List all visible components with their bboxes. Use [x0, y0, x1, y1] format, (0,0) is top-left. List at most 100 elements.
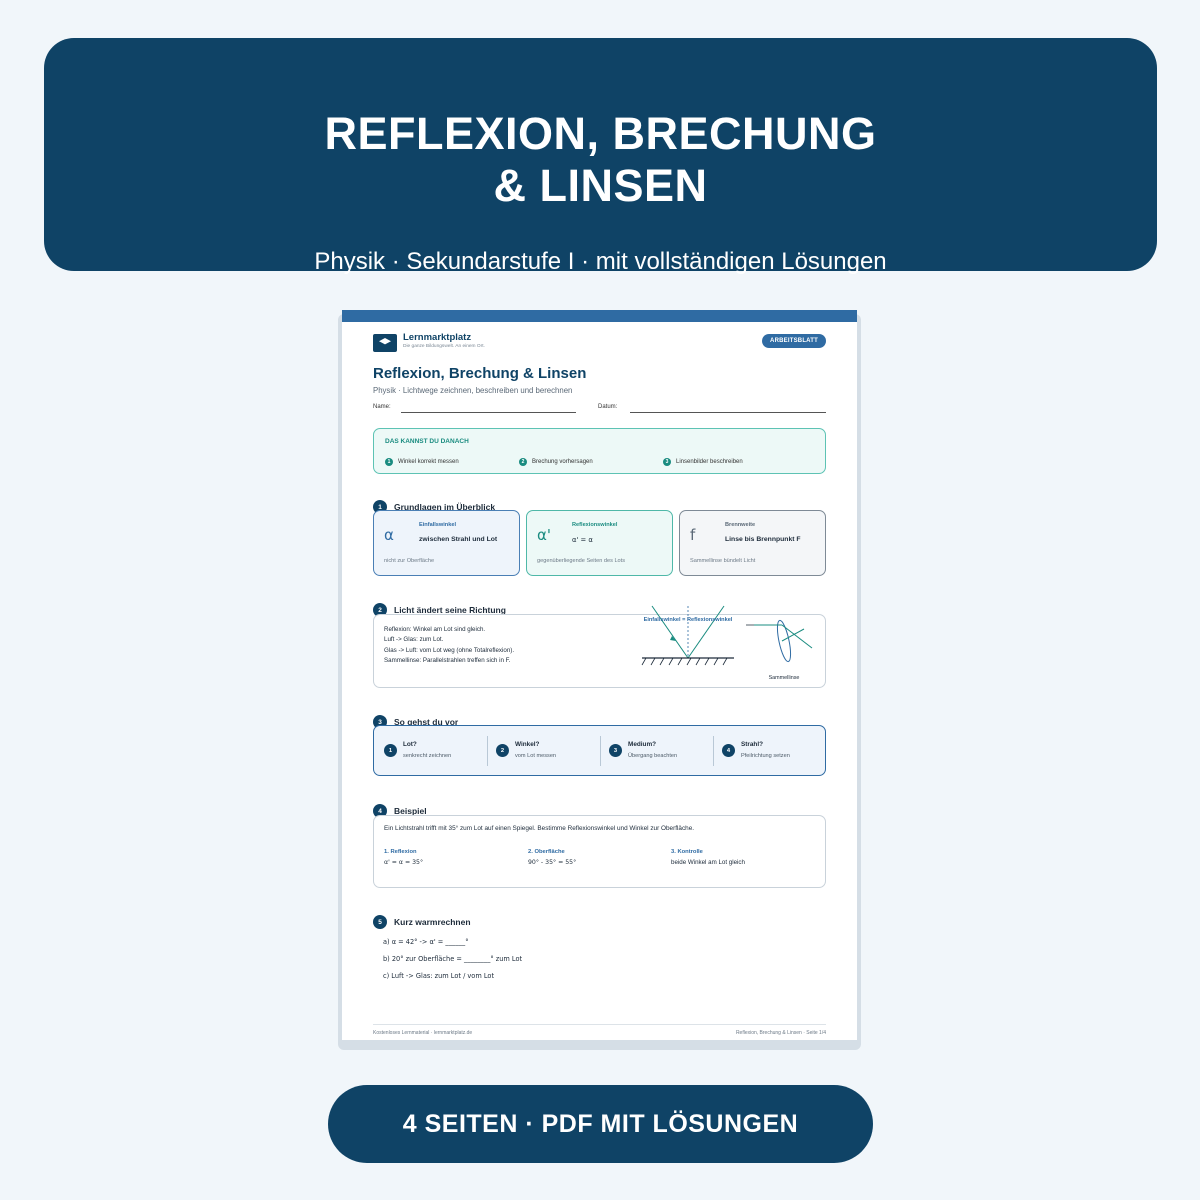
- section-2-heading: 2 Licht ändert seine Richtung: [373, 603, 506, 617]
- learning-goals-box: DAS KANNST DU DANACH 1 Winkel korrekt me…: [373, 428, 826, 474]
- steps-box: 1 Lot? senkrecht zeichnen 2 Winkel? vom …: [373, 725, 826, 776]
- worksheet-footer: Kostenloses Lernmaterial · lernmarktplat…: [373, 1024, 826, 1036]
- step-subtitle: vom Lot messen: [515, 753, 557, 759]
- concept-note: nicht zur Oberfläche: [384, 558, 435, 564]
- incident-ray: [651, 605, 689, 659]
- section-title: Beispiel: [394, 806, 427, 816]
- step-title: Winkel?: [515, 741, 540, 748]
- mirror-diagram: Einfallswinkel = Reflexionswinkel: [641, 605, 734, 666]
- concept-card-focal-length: f Brennweite Linse bis Brennpunkt F Samm…: [679, 510, 826, 576]
- section-number: 4: [373, 804, 387, 818]
- concept-label: Brennweite: [725, 522, 756, 528]
- section-title: Grundlagen im Überblick: [394, 502, 496, 512]
- step-number: 2: [496, 744, 509, 757]
- mirror-hatching: [641, 657, 728, 666]
- warmup-task: b) 20° zur Oberfläche = ________° zum Lo…: [383, 955, 523, 963]
- example-step-value: beide Winkel am Lot gleich: [671, 859, 745, 866]
- goals-title: DAS KANNST DU DANACH: [385, 438, 469, 445]
- rules-list: Reflexion: Winkel am Lot sind gleich. Lu…: [384, 625, 514, 667]
- example-step: 2. Oberfläche 90° - 35° = 55°: [528, 849, 576, 866]
- rule-line: Luft -> Glas: zum Lot.: [384, 636, 444, 644]
- worksheet-subtitle: Physik · Lichtwege zeichnen, beschreiben…: [373, 386, 573, 395]
- mirror-diagram-label: Einfallswinkel = Reflexionswinkel: [644, 617, 733, 623]
- example-step-label: 3. Kontrolle: [671, 849, 703, 855]
- graduation-cap-icon: [373, 334, 397, 352]
- step-item: 2 Winkel? vom Lot messen: [496, 738, 606, 766]
- warmup-task: a) α = 42° -> α' = ______°: [383, 938, 469, 946]
- convex-lens-icon: [776, 619, 792, 663]
- worksheet-badge: ARBEITSBLATT: [762, 334, 826, 348]
- step-title: Medium?: [628, 741, 657, 748]
- example-step-value: α' = α = 35°: [384, 859, 424, 866]
- footer-right: Reflexion, Brechung & Linsen · Seite 1/4: [735, 1030, 826, 1036]
- date-line: [630, 412, 826, 413]
- name-date-fields: Name: Datum:: [373, 404, 826, 414]
- concept-symbol: α': [537, 526, 552, 544]
- banner-title-line-2: & LINSEN: [493, 160, 708, 211]
- section-5-heading: 5 Kurz warmrechnen: [373, 915, 471, 929]
- rule-line: Sammellinse: Parallelstrahlen treffen si…: [384, 657, 511, 665]
- concept-note: Sammellinse bündelt Licht: [690, 558, 756, 564]
- warmup-task: c) Luft -> Glas: zum Lot / vom Lot: [383, 972, 495, 980]
- concept-symbol: α: [384, 526, 394, 544]
- concept-card-incidence: α Einfallswinkel zwischen Strahl und Lot…: [373, 510, 520, 576]
- step-subtitle: Pfeilrichtung setzen: [741, 753, 790, 759]
- goal-item: 2 Brechung vorhersagen: [519, 458, 593, 466]
- goal-number: 3: [663, 458, 671, 466]
- rule-line: Reflexion: Winkel am Lot sind gleich.: [384, 626, 486, 633]
- name-line: [401, 412, 576, 413]
- section-title: Licht ändert seine Richtung: [394, 605, 506, 615]
- banner-title: REFLEXION, BRECHUNG & LINSEN: [44, 108, 1157, 212]
- goal-item: 1 Winkel korrekt messen: [385, 458, 459, 466]
- concept-card-reflection: α' Reflexionswinkel α' = α gegenüberlieg…: [526, 510, 673, 576]
- section-title: So gehst du vor: [394, 717, 459, 727]
- step-item: 1 Lot? senkrecht zeichnen: [384, 738, 494, 766]
- footer-left: Kostenloses Lernmaterial · lernmarktplat…: [373, 1030, 473, 1036]
- concept-main: zwischen Strahl und Lot: [419, 536, 498, 543]
- rules-box: Reflexion: Winkel am Lot sind gleich. Lu…: [373, 605, 826, 688]
- rule-line: Glas -> Luft: vom Lot weg (ohne Totalref…: [384, 646, 515, 654]
- worksheet-content: Lernmarktplatz Die ganze Bildungswelt. A…: [373, 322, 826, 1040]
- example-box: Ein Lichtstrahl trifft mit 35° zum Lot a…: [373, 815, 826, 888]
- logo-tagline: Die ganze Bildungswelt. An einem Ort.: [403, 344, 485, 349]
- concept-label: Einfallswinkel: [419, 522, 456, 528]
- focus-ray: [781, 628, 805, 642]
- concept-label: Reflexionswinkel: [572, 522, 618, 528]
- section-number: 2: [373, 603, 387, 617]
- example-step: 3. Kontrolle beide Winkel am Lot gleich: [671, 849, 745, 866]
- step-title: Strahl?: [741, 741, 764, 748]
- step-title: Lot?: [403, 741, 417, 748]
- worksheet-preview: Lernmarktplatz Die ganze Bildungswelt. A…: [342, 310, 857, 1040]
- example-step-value: 90° - 35° = 55°: [528, 859, 577, 866]
- step-divider: [600, 736, 601, 766]
- goal-text: Linsenbilder beschreiben: [676, 459, 743, 465]
- worksheet-title: Reflexion, Brechung & Linsen: [373, 365, 587, 382]
- step-subtitle: senkrecht zeichnen: [403, 753, 452, 759]
- step-divider: [713, 736, 714, 766]
- step-divider: [487, 736, 488, 766]
- logo-name: Lernmarktplatz: [403, 332, 472, 343]
- goal-text: Winkel korrekt messen: [398, 459, 459, 465]
- step-number: 1: [384, 744, 397, 757]
- step-item: 3 Medium? Übergang beachten: [609, 738, 719, 766]
- section-number: 5: [373, 915, 387, 929]
- banner-subtitle: Physik · Sekundarstufe I · mit vollständ…: [314, 248, 887, 275]
- example-step: 1. Reflexion α' = α = 35°: [384, 849, 423, 866]
- lens-diagram-label: Sammellinse: [769, 675, 800, 681]
- refracted-ray: [781, 624, 813, 649]
- header-banner: REFLEXION, BRECHUNG & LINSEN Physik · Se…: [44, 38, 1157, 275]
- page-count-pill: 4 SEITEN · PDF MIT LÖSUNGEN: [328, 1085, 873, 1163]
- goal-item: 3 Linsenbilder beschreiben: [663, 458, 743, 466]
- logo: Lernmarktplatz Die ganze Bildungswelt. A…: [373, 332, 485, 352]
- step-item: 4 Strahl? Pfeilrichtung setzen: [722, 738, 832, 766]
- optics-diagram: Einfallswinkel = Reflexionswinkel Sammel…: [641, 605, 813, 681]
- section-title: Kurz warmrechnen: [394, 917, 471, 927]
- step-number: 3: [609, 744, 622, 757]
- lens-diagram: Sammellinse: [746, 619, 813, 681]
- example-step-label: 2. Oberfläche: [528, 849, 565, 855]
- date-label: Datum:: [598, 404, 618, 410]
- goal-text: Brechung vorhersagen: [532, 459, 593, 465]
- name-label: Name:: [373, 404, 391, 410]
- incident-arrow-icon: [670, 636, 676, 641]
- example-step-label: 1. Reflexion: [384, 849, 417, 855]
